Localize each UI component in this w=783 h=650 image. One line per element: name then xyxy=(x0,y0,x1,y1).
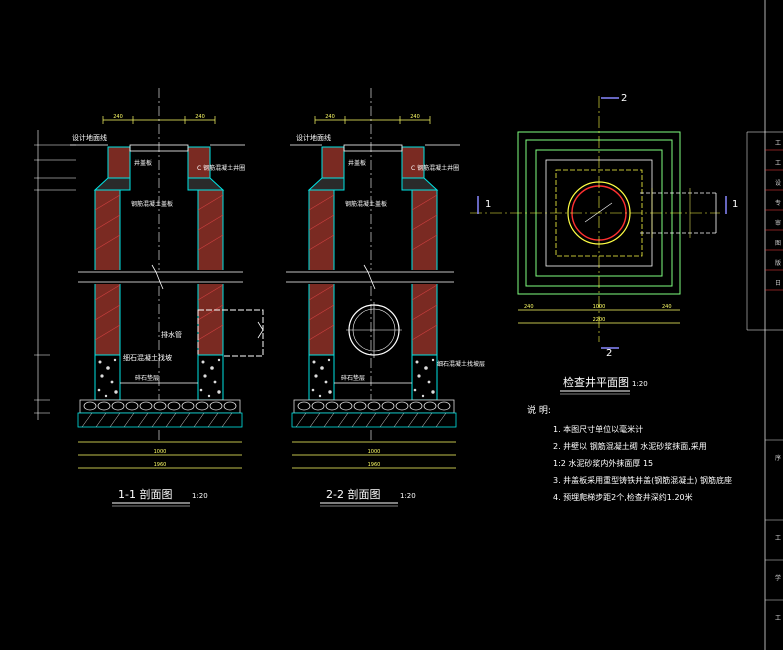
svg-text:日: 日 xyxy=(775,280,781,287)
cut-label-left: 1 xyxy=(485,199,491,210)
svg-text:审: 审 xyxy=(775,219,781,227)
neck-wall-left-1 xyxy=(107,146,131,180)
cut-label-top: 2 xyxy=(621,93,627,104)
svg-text:240: 240 xyxy=(524,304,534,310)
svg-text:1960: 1960 xyxy=(368,462,381,468)
label-neck-2: 钢筋混凝土盖板 xyxy=(345,200,387,208)
dim-top-1: 240 xyxy=(113,114,123,120)
svg-text:工: 工 xyxy=(775,535,781,542)
svg-text:版: 版 xyxy=(775,259,781,267)
svg-text:序: 序 xyxy=(775,454,781,462)
break-band-1 xyxy=(78,270,243,284)
note-3: 1:2 水泥砂浆内外抹面厚 15 xyxy=(553,458,653,468)
title-block: 工 工 设 专 审 图 版 日 序 工 学 工 xyxy=(746,0,783,650)
label-slab-1: C 钢筋混凝土井圈 xyxy=(197,164,245,172)
cut-label-bottom: 2 xyxy=(606,348,612,359)
svg-text:240: 240 xyxy=(662,304,672,310)
label-cover-2: 井盖板 xyxy=(348,159,366,167)
notes: 说 明: 1. 本图尺寸单位以毫米计 2. 井壁以 钢筋混凝土砌 水泥砂浆抹面,… xyxy=(527,404,732,502)
outlet-pipe-1 xyxy=(197,309,264,357)
title-section-1: 1-1 剖面图 xyxy=(118,487,172,501)
note-5: 4. 预埋爬梯步距2个,检查井深约1.20米 xyxy=(553,492,693,502)
plan-scale: 1:20 xyxy=(632,380,648,388)
plan-view: 1 1 2 2 240 1000 240 2200 检查井平面图 1:20 xyxy=(470,93,738,395)
note-2: 2. 井壁以 钢筋混凝土砌 水泥砂浆抹面,采用 xyxy=(553,441,707,451)
plan-dim-total: 2200 xyxy=(593,317,606,323)
svg-text:工: 工 xyxy=(775,140,781,147)
cover-slab-1 xyxy=(129,144,189,152)
label-ground-1: 设计地面线 xyxy=(72,133,107,142)
section-1-1: 240 240 设计地面线 xyxy=(34,88,264,507)
svg-text:240: 240 xyxy=(195,114,205,120)
svg-text:工: 工 xyxy=(775,615,781,622)
note-1: 1. 本图尺寸单位以毫米计 xyxy=(553,424,643,434)
notes-heading: 说 明: xyxy=(527,404,551,416)
label-slab-2: C 钢筋混凝土井圈 xyxy=(411,164,459,172)
label-base-1: 碎石垫层 xyxy=(135,374,159,382)
label-outlet-1: 排水管 xyxy=(161,330,182,339)
dim-total-1: 1960 xyxy=(154,462,167,468)
neck-wall-right-1 xyxy=(187,146,211,180)
svg-text:学: 学 xyxy=(775,574,781,582)
svg-text:240: 240 xyxy=(410,114,420,120)
svg-text:240: 240 xyxy=(325,114,335,120)
svg-text:图: 图 xyxy=(775,240,781,247)
plan-title: 检查井平面图 xyxy=(563,375,629,389)
plan-dim-inner: 1000 xyxy=(593,304,606,310)
section-2-2: 240 240 设计地面线 xyxy=(286,88,485,507)
label-base-2: 碎石垫层 xyxy=(341,374,365,382)
label-floor-2: 细石混凝土找坡层 xyxy=(437,360,485,368)
label-neck-1: 钢筋混凝土盖板 xyxy=(131,200,173,208)
svg-text:专: 专 xyxy=(775,199,781,207)
svg-text:设: 设 xyxy=(775,179,781,187)
svg-text:工: 工 xyxy=(775,160,781,167)
svg-text:1000: 1000 xyxy=(368,449,381,455)
label-cover-1: 井盖板 xyxy=(134,159,152,167)
gravel-fill-1 xyxy=(97,358,221,398)
cut-label-right: 1 xyxy=(732,199,738,210)
scale-section-2: 1:20 xyxy=(400,492,416,500)
label-ground-2: 设计地面线 xyxy=(296,133,331,142)
title-section-2: 2-2 剖面图 xyxy=(326,487,380,501)
label-floor-1: 细石混凝土找坡 xyxy=(123,353,172,362)
scale-section-1: 1:20 xyxy=(192,492,208,500)
dim-inner-1: 1000 xyxy=(154,449,167,455)
note-4: 3. 井盖板采用重型铸铁井盖(钢筋混凝土) 钢筋底座 xyxy=(553,475,732,485)
